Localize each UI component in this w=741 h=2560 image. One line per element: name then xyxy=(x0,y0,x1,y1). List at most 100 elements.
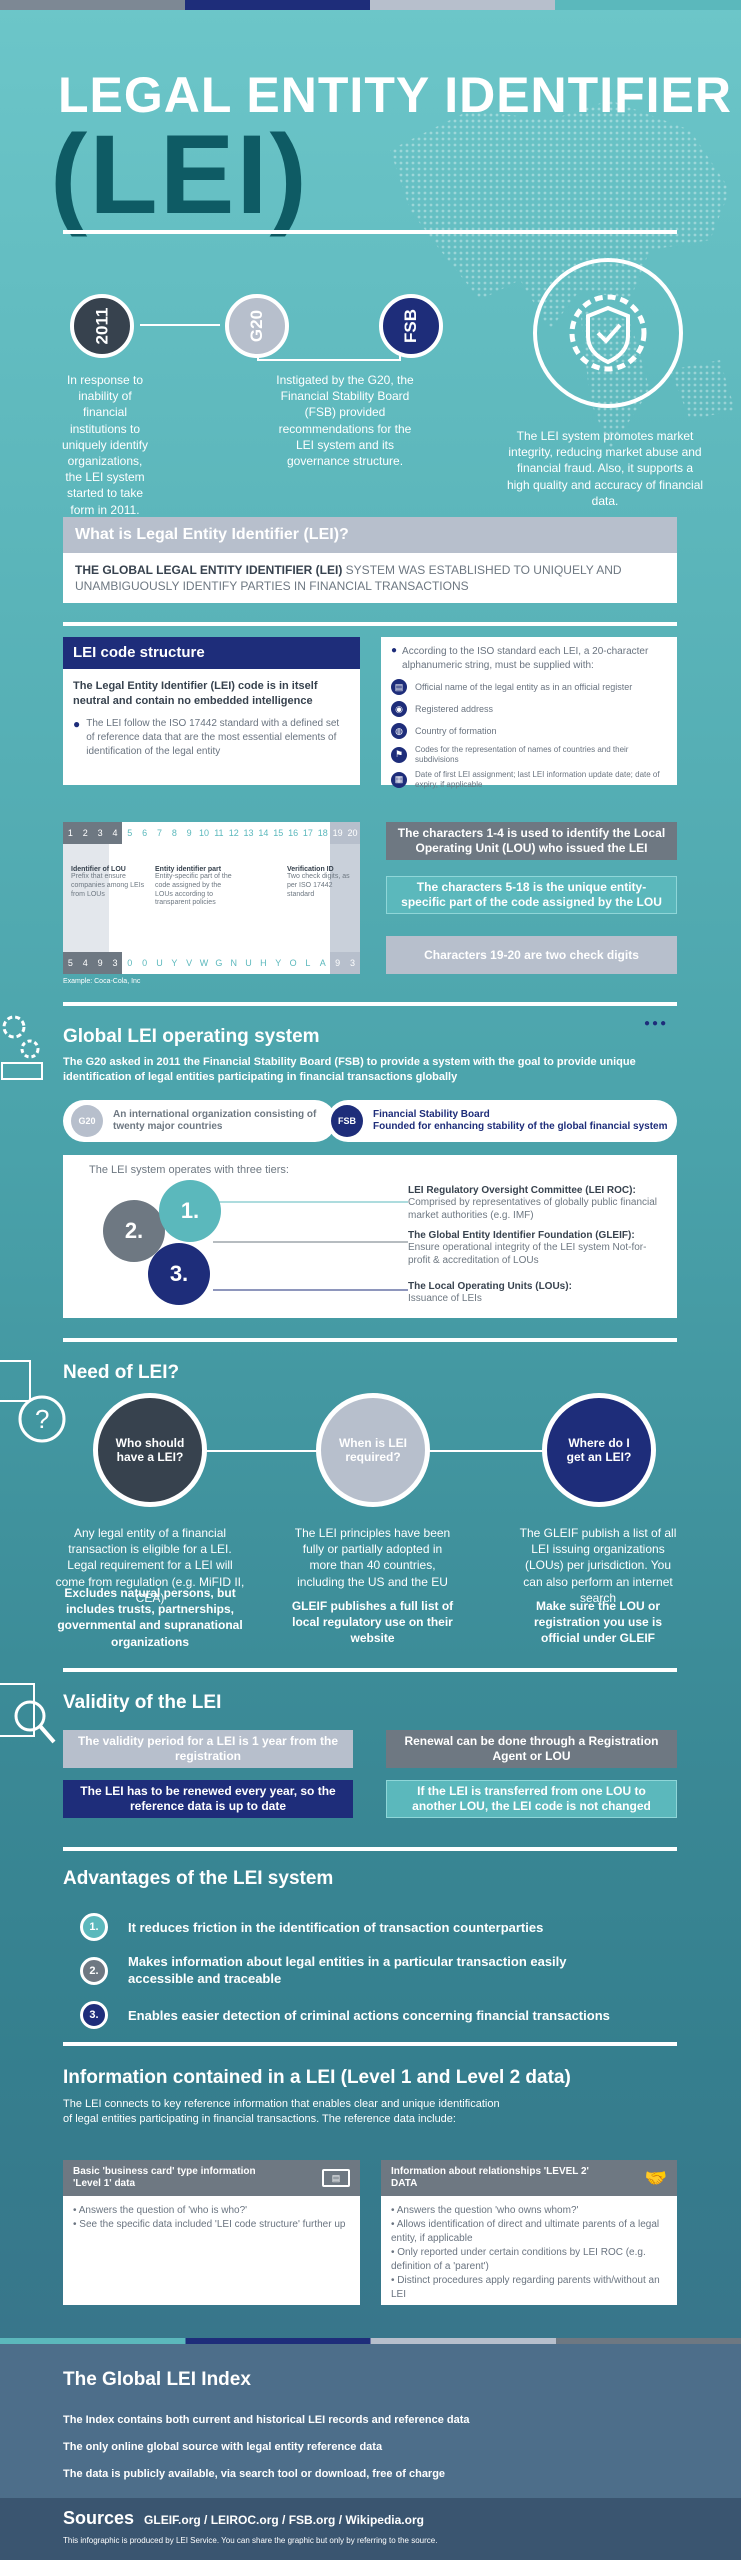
tiers-connector xyxy=(213,1201,408,1291)
sources-list: GLEIF.org / LEIROC.org / FSB.org / Wikip… xyxy=(144,2513,424,2527)
fsb-badge: FSB xyxy=(331,1105,363,1137)
info-title: Information contained in a LEI (Level 1 … xyxy=(63,2067,571,2088)
divider xyxy=(63,230,677,234)
code-character: A xyxy=(315,952,331,974)
question-icon: ? xyxy=(0,1360,66,1443)
validity-transfer: If the LEI is transferred from one LOU t… xyxy=(386,1780,677,1818)
code-character: W xyxy=(196,952,212,974)
code-position: 18 xyxy=(315,822,331,844)
iso-item: ▦Date of first LEI assignment; last LEI … xyxy=(391,770,667,789)
code-position: 7 xyxy=(152,822,167,844)
level1-card: Basic 'business card' type information '… xyxy=(63,2160,360,2305)
page-title-acronym: (LEI) xyxy=(50,112,309,237)
code-position: 9 xyxy=(181,822,197,844)
info-intro: The LEI connects to key reference inform… xyxy=(63,2098,500,2125)
code-character: V xyxy=(181,952,197,974)
note-lou: The characters 1-4 is used to identify t… xyxy=(386,822,677,860)
tiers-card: The LEI system operates with three tiers… xyxy=(63,1155,677,1318)
code-position: 4 xyxy=(107,822,123,844)
code-position: 16 xyxy=(285,822,301,844)
iso-standard-card: ● According to the ISO standard each LEI… xyxy=(381,637,677,789)
g20-text: An international organization consisting… xyxy=(113,1108,317,1133)
code-position: 20 xyxy=(345,822,360,844)
code-position: 14 xyxy=(255,822,271,844)
code-position: 15 xyxy=(270,822,286,844)
note-entity: The characters 5-18 is the unique entity… xyxy=(386,876,677,914)
level2-item: • Distinct procedures apply regarding pa… xyxy=(391,2275,660,2300)
iso-item: ◍Country of formation xyxy=(391,723,667,739)
code-character: 5 xyxy=(63,952,78,974)
level2-card: Information about relationships 'LEVEL 2… xyxy=(381,2160,677,2305)
timeline-g20-circle: G20 xyxy=(225,294,289,358)
index-line: The Index contains both current and hist… xyxy=(63,2414,470,2426)
tier-3-circle: 3. xyxy=(148,1243,210,1305)
index-band: The Global LEI Index The Index contains … xyxy=(0,2338,741,2498)
need-when-text: The LEI principles have been fully or pa… xyxy=(294,1526,451,1589)
tiers-intro: The LEI system operates with three tiers… xyxy=(89,1164,289,1176)
g20-badge: G20 xyxy=(71,1105,103,1137)
code-structure-bullet: ● The LEI follow the ISO 17442 standard … xyxy=(63,713,360,763)
code-position: 2 xyxy=(77,822,93,844)
need-title: Need of LEI? xyxy=(63,1362,180,1383)
advantages-list: 1. It reduces friction in the identifica… xyxy=(80,1910,680,2032)
flag-icon: ⚑ xyxy=(391,746,407,763)
index-line: The only online global source with legal… xyxy=(63,2441,383,2453)
timeline-fsb-label: FSB xyxy=(401,309,420,343)
global-title: Global LEI operating system xyxy=(63,1026,320,1047)
advantage-item: 2. Makes information about legal entitie… xyxy=(80,1948,680,1994)
page-title: LEGAL ENTITY IDENTIFIER xyxy=(58,67,732,123)
certificate-search-icon xyxy=(0,1683,56,1744)
validity-title: Validity of the LEI xyxy=(63,1692,222,1713)
code-character: 9 xyxy=(92,952,108,974)
code-position: 19 xyxy=(330,822,346,844)
tier-3: The Local Operating Units (LOUs): Issuan… xyxy=(408,1281,572,1304)
need-where-circle: Where do I get an LEI? xyxy=(542,1393,656,1507)
divider xyxy=(63,1338,677,1342)
code-character: N xyxy=(226,952,242,974)
code-position: 13 xyxy=(241,822,256,844)
id-card-icon: ▤ xyxy=(322,2169,350,2187)
iso-item: ▤Official name of the legal entity as in… xyxy=(391,679,667,695)
validity-period: The validity period for a LEI is 1 year … xyxy=(63,1730,353,1768)
what-is-lei-text: SYSTEM WAS ESTABLISHED TO UNIQUELY AND U… xyxy=(75,563,622,593)
note-check: Characters 19-20 are two check digits xyxy=(386,936,677,974)
fsb-text: Founded for enhancing stability of the g… xyxy=(373,1121,668,1132)
sources-band: Sources GLEIF.org / LEIROC.org / FSB.org… xyxy=(0,2498,741,2560)
timeline-2011-text: In response to inability of financial in… xyxy=(61,373,149,517)
divider xyxy=(63,622,677,626)
code-position: 11 xyxy=(211,822,227,844)
top-color-bar xyxy=(0,0,741,10)
global-intro: The G20 asked in 2011 the Financial Stab… xyxy=(63,1056,636,1083)
level1-title: Basic 'business card' type information '… xyxy=(73,2165,256,2190)
code-character: 3 xyxy=(345,952,360,974)
code-character: U xyxy=(241,952,256,974)
level2-title: Information about relationships 'LEVEL 2… xyxy=(391,2165,589,2190)
code-character: 9 xyxy=(330,952,346,974)
code-character: 4 xyxy=(77,952,93,974)
advantages-title: Advantages of the LEI system xyxy=(63,1868,334,1889)
sources-label: Sources xyxy=(63,2508,135,2528)
tier-2-circle: 2. xyxy=(103,1200,165,1262)
timeline-2011-circle: 2011 xyxy=(70,294,134,358)
svg-text:?: ? xyxy=(35,1404,49,1434)
code-character: G xyxy=(211,952,227,974)
need-who-text: Any legal entity of a financial transact… xyxy=(55,1526,245,1605)
dots-decoration: ●●● xyxy=(644,1018,669,1029)
what-is-lei-bold: THE GLOBAL LEGAL ENTITY IDENTIFIER (LEI) xyxy=(75,563,343,577)
code-character: H xyxy=(255,952,271,974)
g20-card: G20 An international organization consis… xyxy=(63,1100,336,1142)
need-where-bold: Make sure the LOU or registration you us… xyxy=(533,1599,663,1646)
need-where-text: The GLEIF publish a list of all LEI issu… xyxy=(519,1526,677,1605)
part-lou: Identifier of LOU Prefix that ensure com… xyxy=(71,866,145,898)
code-structure-lead: The Legal Entity Identifier (LEI) code i… xyxy=(73,680,318,707)
validity-yearly: The LEI has to be renewed every year, so… xyxy=(63,1780,353,1818)
code-structure-bullet-text: The LEI follow the ISO 17442 standard wi… xyxy=(86,717,340,757)
part-entity: Entity identifier part Entity-specific p… xyxy=(155,866,232,907)
iso-intro-text: According to the ISO standard each LEI, … xyxy=(402,646,649,671)
handshake-icon: 🤝 xyxy=(644,2167,667,2188)
code-structure-title: LEI code structure xyxy=(63,637,360,669)
globe-icon: ◍ xyxy=(391,723,407,739)
